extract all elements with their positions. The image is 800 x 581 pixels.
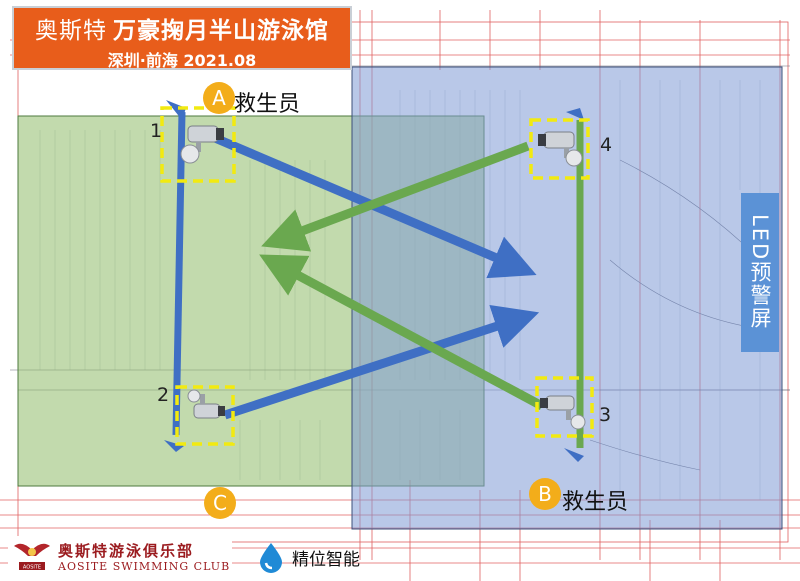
camera-number-1: 1 bbox=[150, 120, 163, 142]
camera-number-3: 3 bbox=[599, 404, 612, 426]
title-brand: 奥斯特 bbox=[35, 18, 107, 44]
camera-frame-1 bbox=[160, 106, 236, 183]
arrow-left-side bbox=[172, 111, 186, 436]
arrow-right-bottom-tip bbox=[564, 448, 584, 462]
camera-number-2: 2 bbox=[157, 384, 170, 406]
arrow-left-top-tip bbox=[166, 100, 186, 120]
arrow-right-top-tip bbox=[566, 108, 584, 120]
arrow-cam3-green bbox=[259, 254, 545, 410]
camera-frame-3 bbox=[535, 376, 594, 438]
club-emblem-icon: AOSITE bbox=[14, 543, 50, 571]
camera-icon-1 bbox=[180, 125, 224, 164]
arrow-left-bottom-tip bbox=[164, 440, 184, 452]
title-venue: 万豪掬月半山游泳馆 bbox=[113, 18, 329, 44]
camera-number-4: 4 bbox=[600, 134, 613, 156]
arrow-cam2-blue bbox=[223, 304, 540, 420]
camera-frames bbox=[160, 106, 594, 446]
partner-name: 精位智能 bbox=[292, 550, 360, 570]
title-subtitle: 深圳·前海 2021.08 bbox=[107, 51, 257, 70]
camera-arrows bbox=[164, 100, 584, 462]
partner-logo: 精位智能 bbox=[250, 537, 390, 577]
title-main: 奥斯特万豪掬月半山游泳馆 bbox=[14, 11, 350, 45]
zone-b-lifeguard-label: 救生员 bbox=[562, 490, 629, 515]
club-name-en: AOSITE SWIMMING CLUB bbox=[58, 560, 231, 573]
zone-a-lifeguard-label: 救生员 bbox=[234, 92, 301, 117]
zone-a-marker: A bbox=[203, 82, 235, 114]
club-name-cn: 奥斯特游泳俱乐部 bbox=[58, 542, 195, 560]
camera-frame-2 bbox=[175, 385, 235, 446]
led-warning-screen: LED预警屏 bbox=[741, 193, 779, 352]
arrow-cam4-green bbox=[261, 141, 530, 252]
zone-b-marker: B bbox=[529, 478, 561, 510]
water-drop-icon bbox=[260, 543, 282, 573]
club-logo: AOSITE 奥斯特游泳俱乐部 AOSITE SWIMMING CLUB bbox=[8, 536, 232, 577]
camera-icon-2 bbox=[187, 389, 225, 419]
club-badge-text: AOSITE bbox=[23, 565, 41, 571]
camera-icon-4 bbox=[538, 131, 583, 167]
title-banner: 奥斯特万豪掬月半山游泳馆 深圳·前海 2021.08 bbox=[12, 6, 352, 70]
camera-frame-4 bbox=[529, 118, 590, 180]
zone-c-marker: C bbox=[204, 487, 236, 519]
camera-icon-3 bbox=[540, 395, 586, 430]
